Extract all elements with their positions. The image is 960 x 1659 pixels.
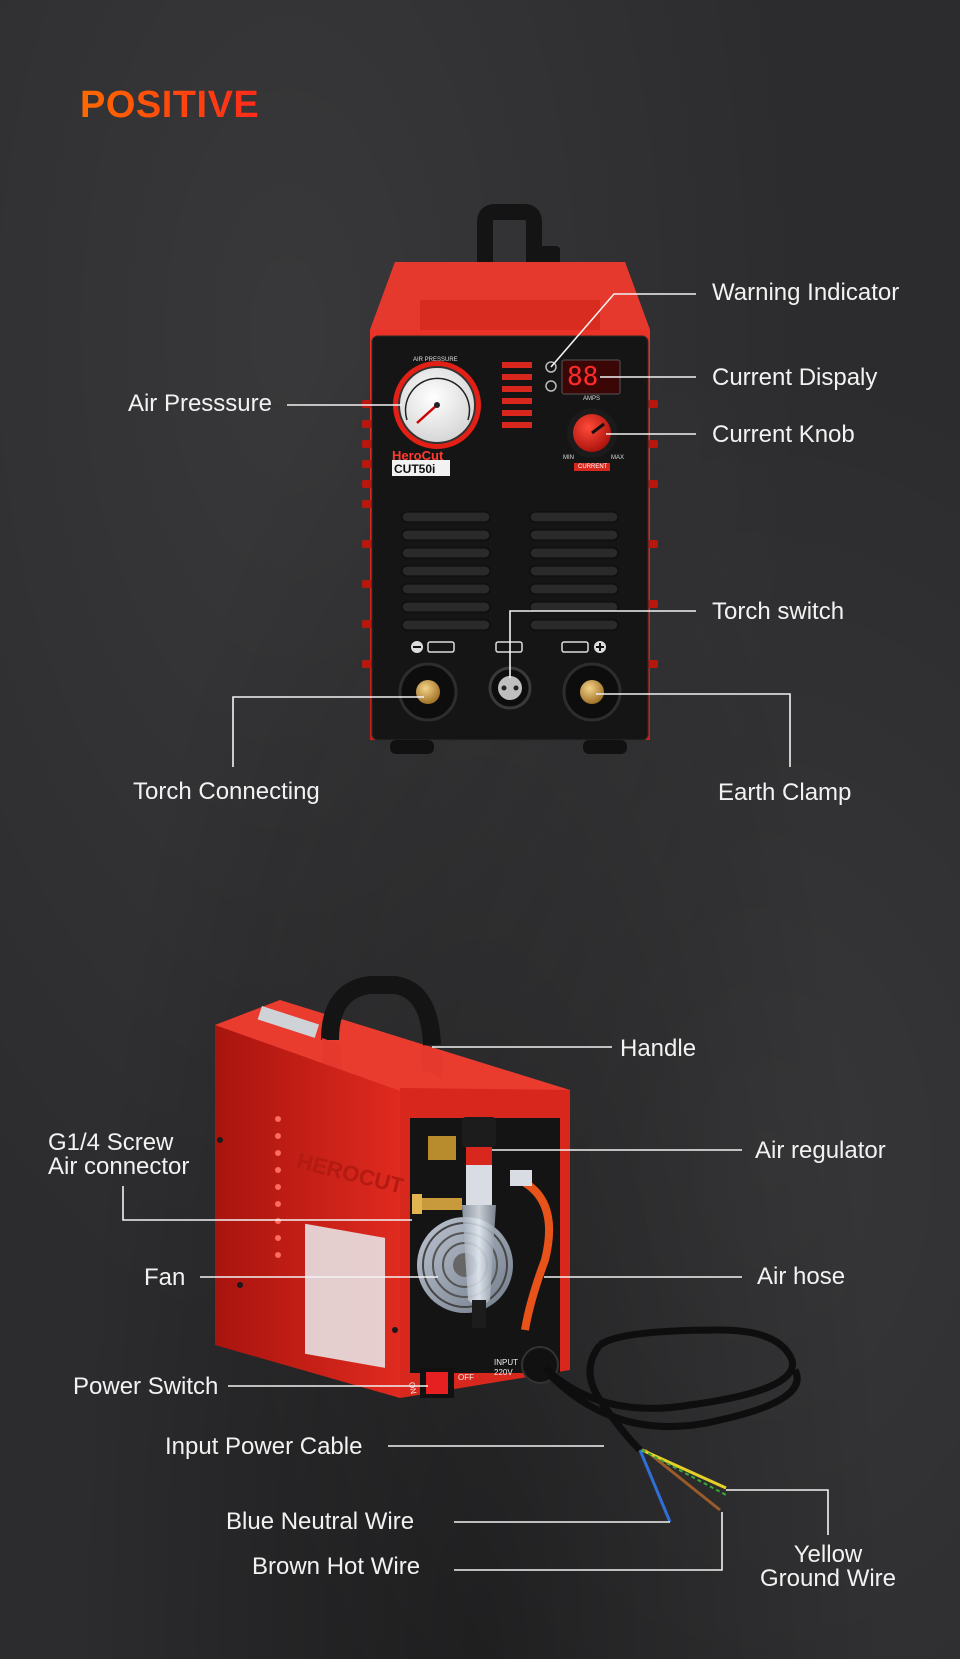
amps-caption: AMPS [583, 396, 601, 402]
display-value: 88 [567, 362, 599, 392]
label-warning-indicator: Warning Indicator [712, 279, 900, 306]
air-regulator [462, 1117, 496, 1328]
front-callout-lines [232, 293, 791, 767]
input-power-cable [542, 1326, 801, 1453]
side-vents [275, 1116, 281, 1258]
air-connector [412, 1194, 462, 1214]
knob-min: MIN [563, 455, 574, 461]
label-air-pressure: Air Presssure [127, 390, 272, 417]
label-handle: Handle [620, 1035, 697, 1062]
gauge-caption: AIR PRESSURE [413, 357, 458, 363]
page-title: POSITIVE [80, 84, 260, 126]
air-pressure-gauge [393, 361, 481, 449]
power-switch [420, 1368, 454, 1398]
label-earth-clamp: Earth Clamp [718, 779, 852, 806]
back-callout-lines [122, 1046, 829, 1571]
torch-connector-socket [398, 662, 458, 722]
cable-wires [638, 1448, 729, 1523]
label-torch-connecting: Torch Connecting [133, 778, 320, 805]
front-brand: HeroCut [392, 448, 444, 463]
switch-on-text: ON [407, 1381, 418, 1395]
label-torch-switch: Torch switch [712, 598, 845, 625]
front-model: CUT50i [394, 462, 436, 476]
back-handle [321, 976, 442, 1078]
label-current-knob: Current Knob [712, 421, 855, 448]
switch-off-text: OFF [458, 1373, 474, 1382]
label-power-switch: Power Switch [73, 1373, 219, 1400]
label-input-power-cable: Input Power Cable [165, 1433, 363, 1460]
front-vents [401, 511, 619, 631]
knob-max: MAX [611, 455, 625, 461]
air-hose [518, 1176, 554, 1331]
mounting-bracket [428, 1136, 456, 1160]
label-ground-wire: Ground Wire [759, 1565, 897, 1592]
earth-clamp-socket [562, 662, 622, 722]
front-model-badge [392, 460, 450, 476]
label-yellow: Yellow [793, 1541, 863, 1568]
front-machine [362, 204, 658, 754]
torch-switch-socket [488, 666, 532, 710]
label-fan: Fan [144, 1264, 186, 1291]
label-current-display: Current Dispaly [712, 364, 878, 391]
label-g14-screw: G1/4 Screw [48, 1129, 174, 1156]
label-air-regulator: Air regulator [755, 1137, 886, 1164]
power-indicator-led [545, 380, 557, 392]
cutting-thickness-table [502, 362, 532, 428]
knob-caption: CURRENT [578, 464, 608, 470]
input-text-2: 220V [494, 1368, 513, 1377]
label-brown-hot-wire: Brown Hot Wire [252, 1553, 421, 1580]
label-air-connector: Air connector [48, 1153, 190, 1180]
input-text-1: INPUT [494, 1358, 518, 1367]
warning-indicator-led [545, 361, 557, 373]
current-knob [567, 408, 617, 471]
back-machine [215, 976, 801, 1523]
label-air-hose: Air hose [757, 1263, 846, 1290]
label-blue-neutral-wire: Blue Neutral Wire [226, 1508, 415, 1535]
